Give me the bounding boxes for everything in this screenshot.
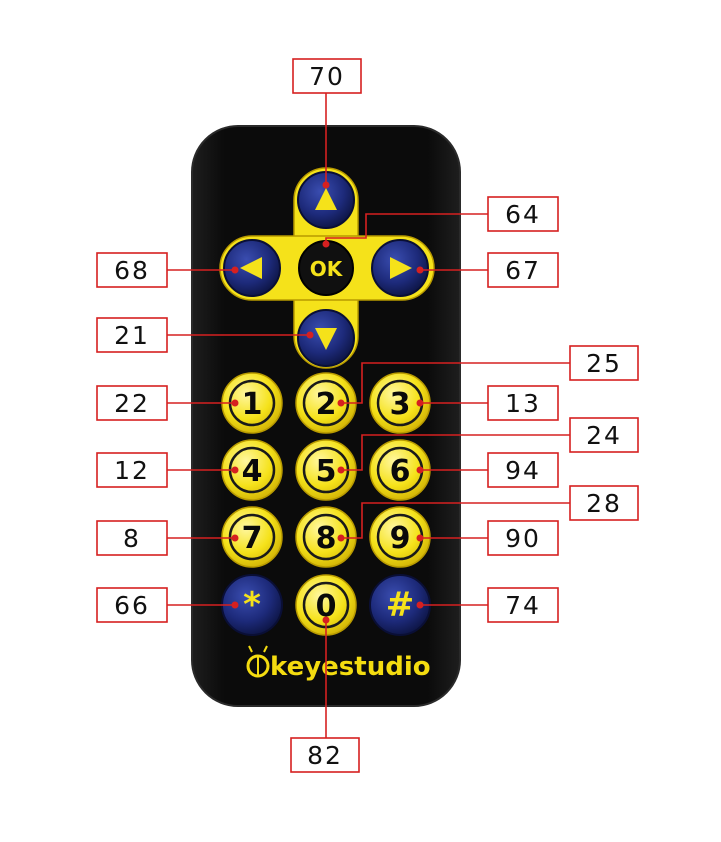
leader-dot bbox=[417, 400, 424, 407]
code-label: 94 bbox=[505, 456, 541, 485]
code-label: 28 bbox=[586, 489, 622, 518]
code-label: 13 bbox=[505, 389, 541, 418]
k9-label: 9 bbox=[390, 521, 411, 556]
leader-dot bbox=[232, 602, 239, 609]
leader-dot bbox=[323, 241, 330, 248]
k8-label: 8 bbox=[316, 521, 337, 556]
leader-dot bbox=[323, 617, 330, 624]
leader-dot bbox=[338, 535, 345, 542]
leader-dot bbox=[232, 535, 239, 542]
brand-logo: keyestudio bbox=[248, 646, 431, 682]
leader-dot bbox=[417, 602, 424, 609]
leader-dot bbox=[232, 467, 239, 474]
code-label: 8 bbox=[123, 524, 141, 553]
k7-label: 7 bbox=[242, 521, 263, 556]
k7-button[interactable]: 7 bbox=[222, 507, 282, 567]
code-label: 25 bbox=[586, 349, 622, 378]
leader-dot bbox=[232, 267, 239, 274]
k8-button[interactable]: 8 bbox=[296, 507, 356, 567]
leader-dot bbox=[417, 467, 424, 474]
hash-label: # bbox=[386, 585, 415, 625]
ok-button[interactable]: OK bbox=[299, 241, 353, 295]
k2-label: 2 bbox=[316, 387, 337, 422]
leader-dot bbox=[417, 535, 424, 542]
leader-dot bbox=[307, 332, 314, 339]
code-label: 64 bbox=[505, 200, 541, 229]
leader-dot bbox=[417, 267, 424, 274]
code-label: 22 bbox=[114, 389, 150, 418]
code-label: 66 bbox=[114, 591, 150, 620]
ok-label: OK bbox=[310, 257, 344, 281]
code-label: 67 bbox=[505, 256, 541, 285]
leader-dot bbox=[232, 400, 239, 407]
brand-name: keyestudio bbox=[270, 652, 431, 682]
k6-label: 6 bbox=[390, 454, 411, 489]
k3-label: 3 bbox=[390, 387, 411, 422]
k5-label: 5 bbox=[316, 454, 337, 489]
code-label: 82 bbox=[307, 741, 343, 770]
code-label: 70 bbox=[309, 62, 345, 91]
code-label: 74 bbox=[505, 591, 541, 620]
leader-dot bbox=[338, 467, 345, 474]
code-label: 12 bbox=[114, 456, 150, 485]
k1-label: 1 bbox=[242, 387, 263, 422]
leader-dot bbox=[323, 182, 330, 189]
star-label: * bbox=[243, 585, 261, 625]
code-label: 21 bbox=[114, 321, 150, 350]
code-label: 68 bbox=[114, 256, 150, 285]
code-label: 24 bbox=[586, 421, 622, 450]
code-label: 90 bbox=[505, 524, 541, 553]
k4-label: 4 bbox=[242, 454, 263, 489]
leader-dot bbox=[338, 400, 345, 407]
down-button[interactable] bbox=[298, 310, 354, 366]
